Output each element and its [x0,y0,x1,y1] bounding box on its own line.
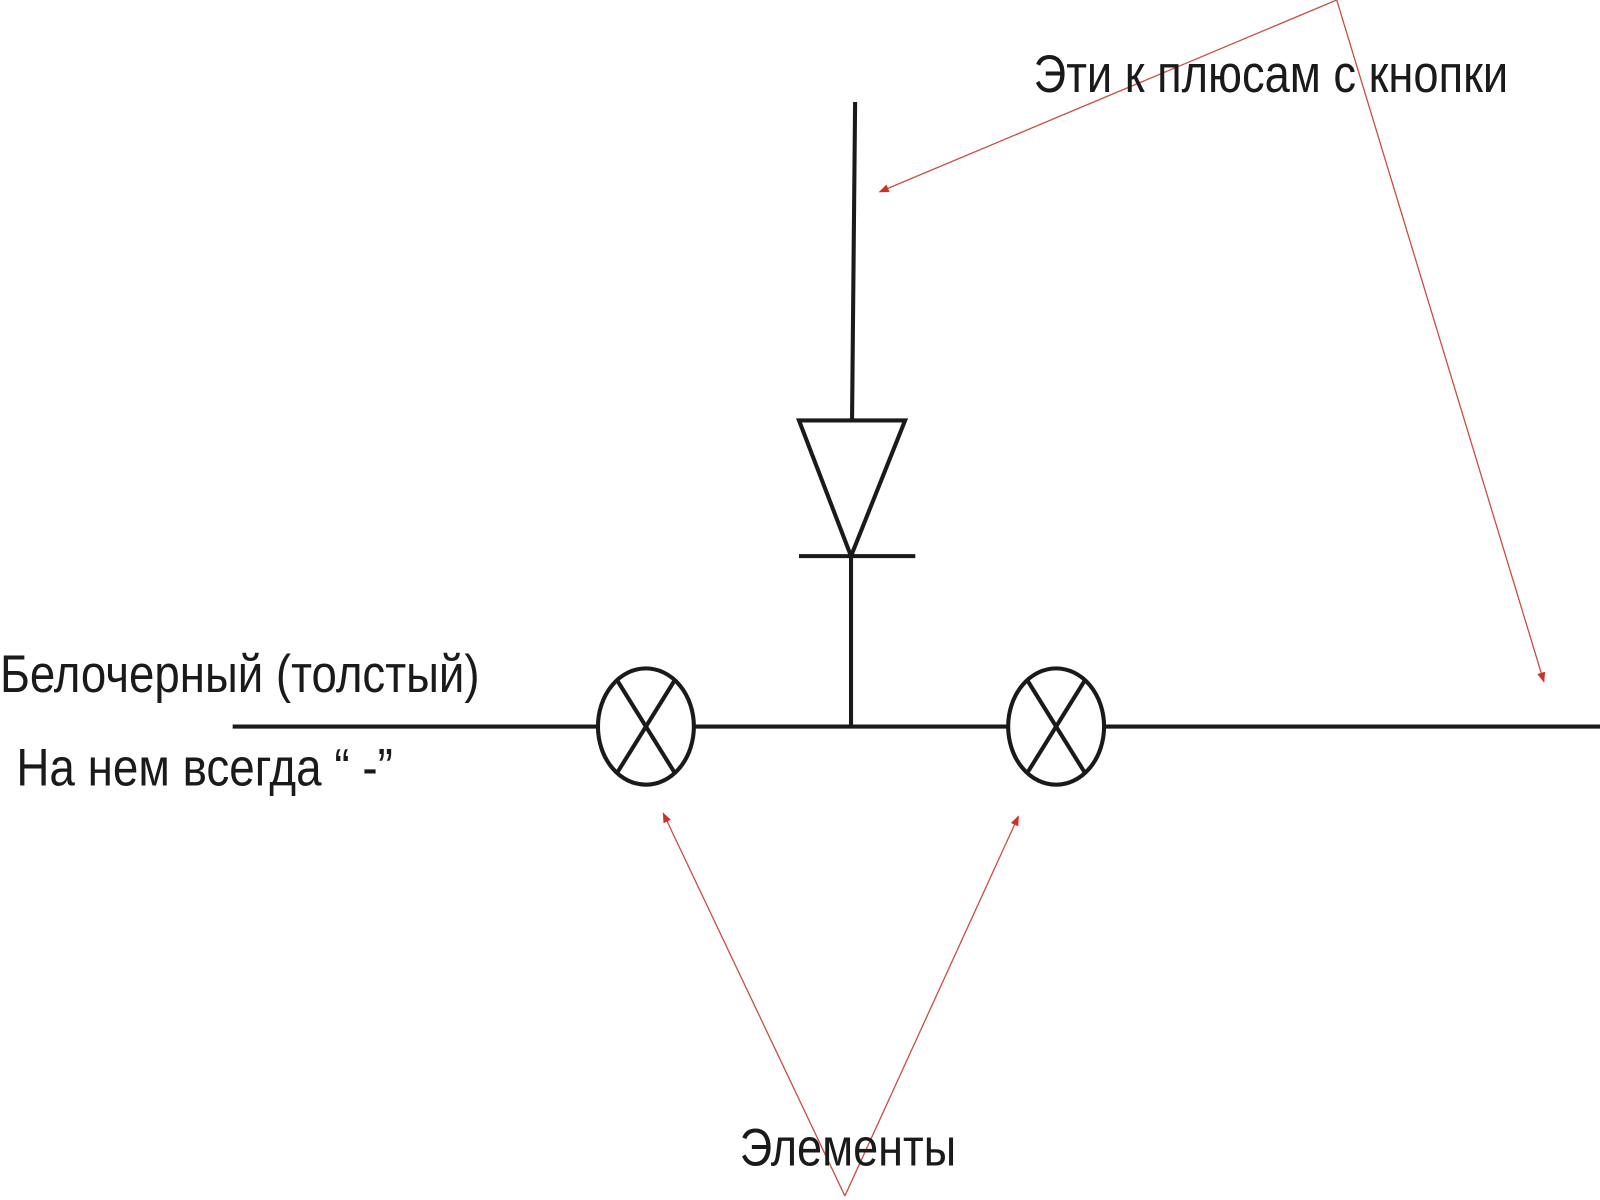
annotation-arrows [662,0,1546,1197]
arrow-to-lamp-1 [662,812,846,1197]
arrow-to-top-wire [878,0,1337,193]
arrow-to-lamp-2 [844,815,1019,1197]
diode-icon [796,102,916,727]
wire-note-label: На нем всегда “ -” [16,739,393,798]
arrow-to-right-wire [1336,0,1546,683]
wire-title-label: Белочерный (толстый) [0,645,480,704]
lamp-1-icon [595,666,696,787]
elements-label: Элементы [740,1118,956,1177]
plus-note-label: Эти к плюсам с кнопки [1034,45,1508,104]
lamp-2-icon [1006,666,1107,787]
